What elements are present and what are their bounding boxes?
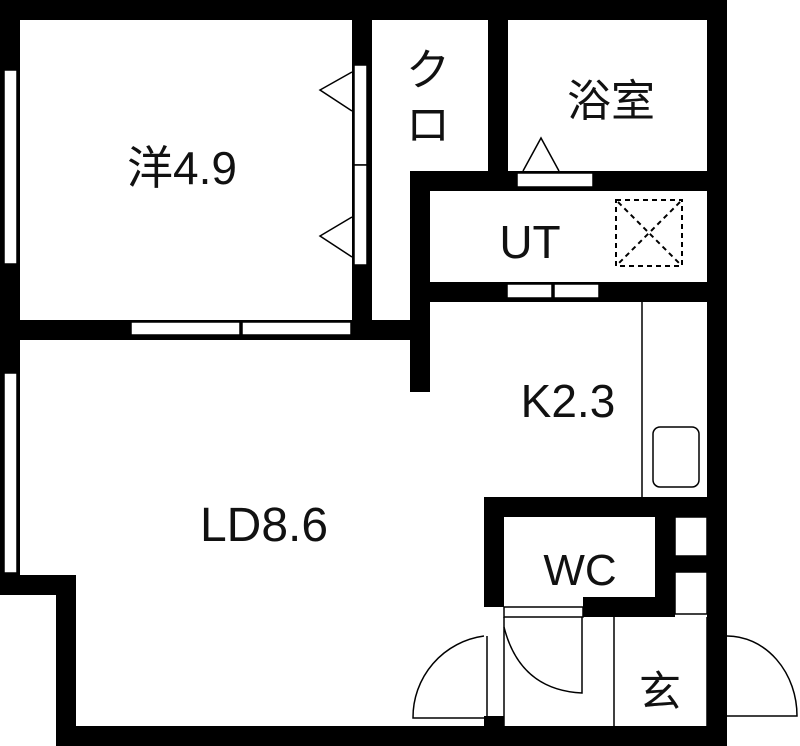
label-entrance: 玄	[639, 668, 681, 715]
wall-right	[707, 0, 727, 746]
shoe-storage	[674, 516, 708, 615]
wc-door-frame	[503, 606, 584, 618]
wall-wc-top	[484, 497, 727, 517]
label-closet-bottom: ロ	[406, 101, 450, 150]
label-closet-top: ク	[406, 46, 450, 95]
wall-left-lower	[56, 575, 76, 746]
entrance-area	[412, 606, 798, 746]
windows	[3, 69, 18, 574]
window-ld-left	[3, 372, 18, 574]
wall-wc-bottom	[583, 597, 675, 617]
washer-space-icon	[615, 199, 683, 267]
wall-ut-left	[410, 171, 430, 391]
sliding-door-western-1[interactable]	[130, 321, 241, 336]
label-living-dining: LD8.6	[200, 499, 328, 552]
sliding-doors	[130, 64, 600, 336]
sliding-door-western-2[interactable]	[241, 321, 352, 336]
wall-wc-right	[655, 497, 675, 617]
label-utility: UT	[499, 216, 560, 268]
room-labels: 洋4.9 ク ロ 浴室 UT K2.3 LD8.6 WC 玄	[127, 46, 681, 715]
label-kitchen: K2.3	[521, 375, 616, 427]
ut-door-2[interactable]	[553, 283, 600, 299]
bath-door[interactable]	[516, 172, 594, 188]
kitchen-counter	[641, 302, 700, 497]
label-western-room: 洋4.9	[127, 142, 237, 194]
closet-open-marker-2	[318, 216, 353, 258]
closet-door-1[interactable]	[353, 64, 368, 166]
opening-markers	[318, 71, 560, 258]
wall-wc-left	[484, 497, 504, 607]
wall-closet-bath	[488, 0, 508, 190]
window-western-left	[3, 69, 18, 265]
label-toilet: WC	[543, 546, 616, 595]
label-bathroom: 浴室	[567, 77, 655, 126]
wall-stub	[410, 340, 430, 392]
closet-open-marker-1	[318, 71, 353, 112]
entrance-door-swing[interactable]	[726, 635, 798, 717]
closet-door-2[interactable]	[353, 164, 368, 266]
bath-open-marker	[522, 136, 560, 172]
wc-door-swing[interactable]	[503, 617, 583, 694]
ut-door-1[interactable]	[506, 283, 553, 299]
sink-icon	[652, 426, 700, 488]
wall-shelf	[675, 556, 707, 572]
ld-door-swing[interactable]	[412, 635, 485, 719]
wall-bottom	[56, 726, 727, 746]
